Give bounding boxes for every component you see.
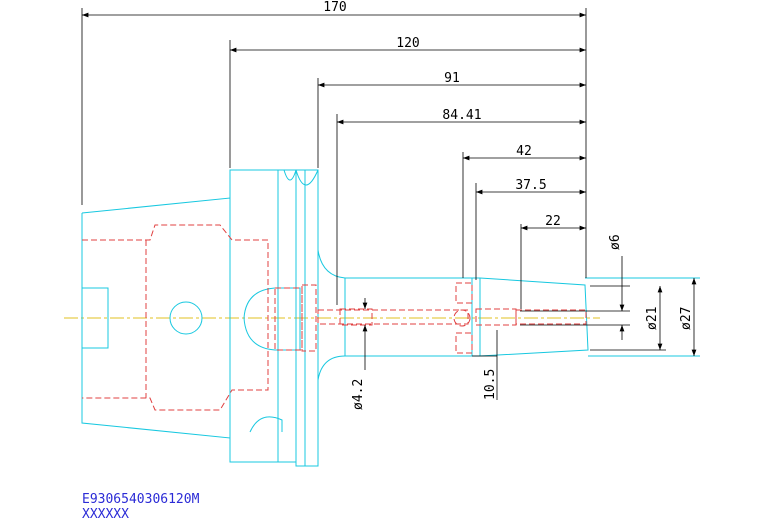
drawing-code-line-1: E9306540306120M [82, 492, 200, 507]
dim-diameter-4-2: ø4.2 [351, 379, 366, 410]
flange [229, 169, 319, 467]
extension-lines [81, 8, 666, 351]
dimension-lines [82, 12, 697, 400]
dim-42: 42 [516, 144, 532, 159]
drawing-code-line-2: XXXXXX [82, 507, 129, 522]
tool-body [169, 249, 700, 381]
hidden-lines [82, 224, 587, 411]
dim-37-5: 37.5 [515, 178, 546, 193]
dim-91: 91 [444, 71, 460, 86]
dim-170: 170 [323, 0, 346, 15]
dim-84-41: 84.41 [442, 108, 481, 123]
dim-diameter-27: ø27 [679, 307, 694, 330]
dim-22: 22 [545, 214, 561, 229]
dim-diameter-6: ø6 [608, 234, 623, 250]
dim-diameter-21: ø21 [645, 307, 660, 330]
dim-10-5: 10.5 [483, 369, 498, 400]
dim-120: 120 [396, 36, 419, 51]
